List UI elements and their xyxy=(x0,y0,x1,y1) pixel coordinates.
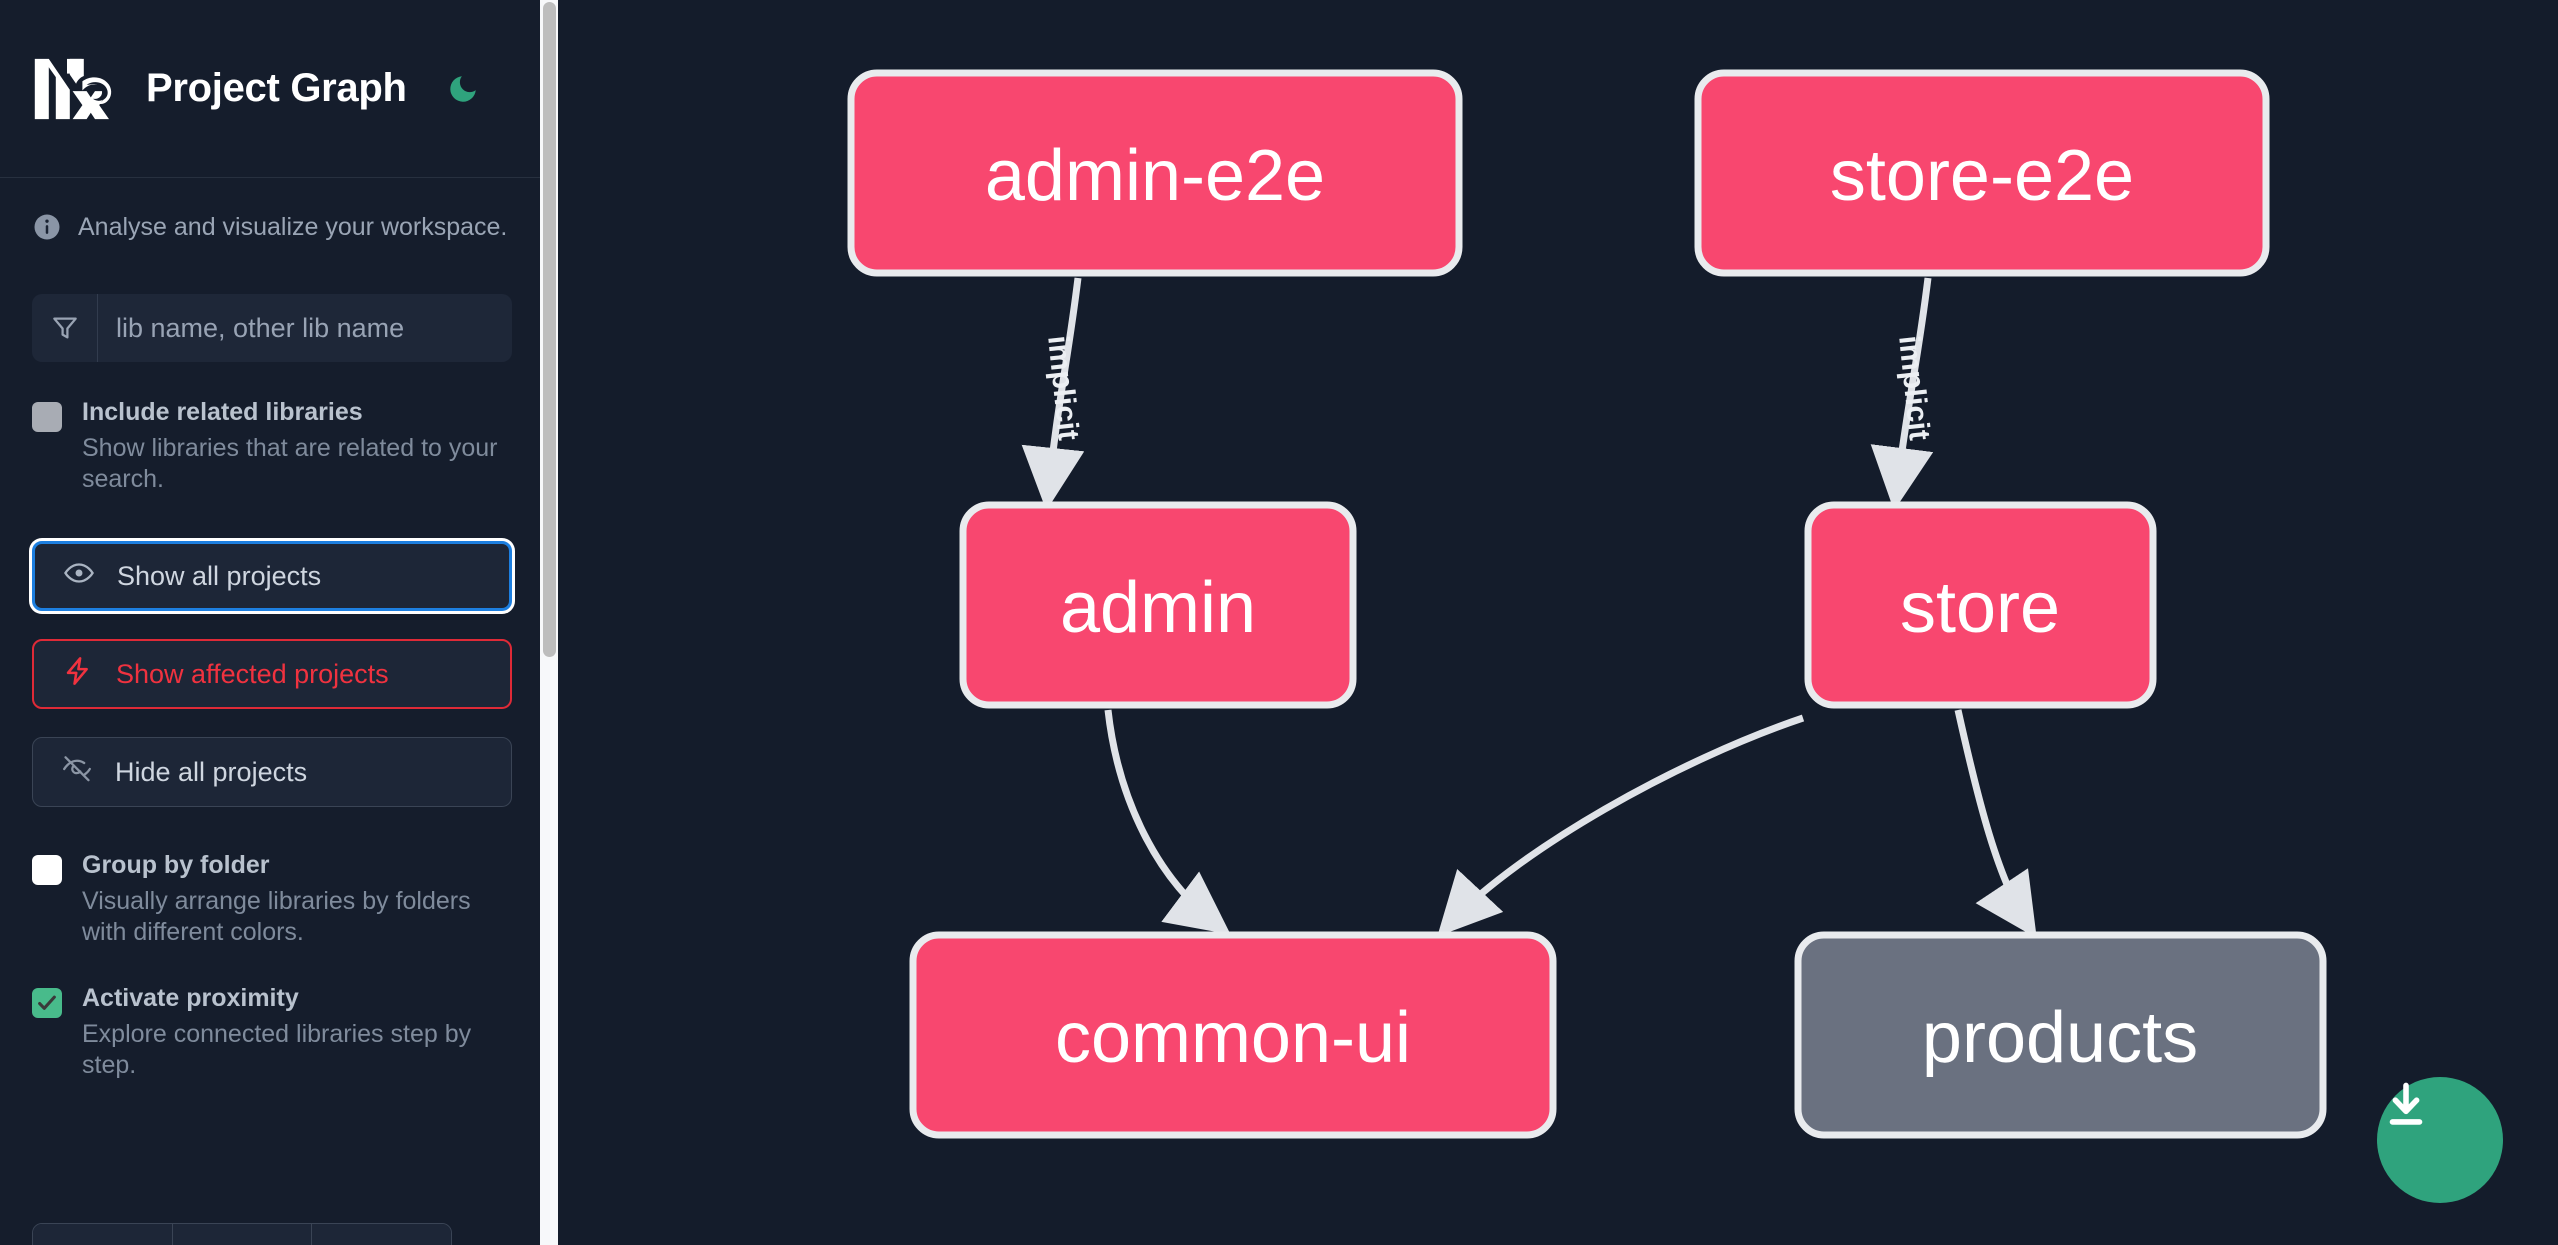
proximity-step-decrease[interactable] xyxy=(33,1224,173,1245)
activate-proximity-label: Activate proximity xyxy=(82,984,299,1012)
activate-proximity-description: Explore connected libraries step by step… xyxy=(82,1019,472,1079)
option-activate-proximity[interactable]: Activate proximity Explore connected lib… xyxy=(0,984,544,1081)
tagline-text: Analyse and visualize your workspace. xyxy=(78,212,508,241)
proximity-step-value[interactable] xyxy=(172,1224,313,1245)
show-affected-projects-button[interactable]: Show affected projects xyxy=(32,639,512,709)
hide-all-projects-label: Hide all projects xyxy=(115,756,308,787)
graph-node-admin[interactable]: admin xyxy=(959,501,1357,709)
graph-node-store-e2e[interactable]: store-e2e xyxy=(1694,69,2270,277)
eye-off-icon xyxy=(61,753,93,792)
include-related-libraries-checkbox[interactable] xyxy=(32,402,62,432)
hide-all-projects-button[interactable]: Hide all projects xyxy=(32,737,512,807)
sidebar-tagline: Analyse and visualize your workspace. xyxy=(0,178,544,242)
edge-label-implicit-admin: implicit xyxy=(1041,334,1085,442)
graph-node-label: admin xyxy=(1060,568,1256,648)
graph-canvas[interactable]: implicit implicit admin-e2e store-e2e ad… xyxy=(558,0,2558,1245)
graph-node-admin-e2e[interactable]: admin-e2e xyxy=(847,69,1463,277)
graph-node-products[interactable]: products xyxy=(1794,931,2327,1139)
graph-node-store[interactable]: store xyxy=(1804,501,2157,709)
graph-node-label: admin-e2e xyxy=(985,136,1325,216)
sidebar: Project Graph Analyse and visualize your… xyxy=(0,0,558,1245)
show-all-projects-button[interactable]: Show all projects xyxy=(32,541,512,611)
search-filter-box[interactable] xyxy=(32,294,512,362)
graph-node-label: store xyxy=(1900,568,2060,648)
sidebar-header: Project Graph xyxy=(0,0,544,178)
show-affected-projects-label: Show affected projects xyxy=(116,658,389,689)
group-by-folder-label: Group by folder xyxy=(82,851,270,879)
edge-store-to-products[interactable] xyxy=(1954,709,2037,939)
graph-node-label: store-e2e xyxy=(1830,136,2134,216)
lower-options: Group by folder Visually arrange librari… xyxy=(0,851,544,1081)
download-image-button[interactable] xyxy=(2377,1077,2503,1203)
include-related-libraries-description: Show libraries that are related to your … xyxy=(82,433,498,493)
eye-icon xyxy=(63,557,95,596)
nx-logo-icon xyxy=(32,56,116,122)
proximity-step-increase[interactable] xyxy=(312,1224,451,1245)
graph-edges xyxy=(1021,277,2037,939)
search-input[interactable] xyxy=(98,294,512,362)
edge-label-implicit-store: implicit xyxy=(1892,334,1936,442)
option-include-related-libraries[interactable]: Include related libraries Show libraries… xyxy=(0,398,544,495)
edge-store-to-common-ui[interactable] xyxy=(1437,714,1805,937)
activate-proximity-checkbox[interactable] xyxy=(32,988,62,1018)
sidebar-scrollbar-thumb[interactable] xyxy=(543,2,556,657)
graph-node-label: common-ui xyxy=(1055,998,1411,1078)
edge-admin-to-common-ui[interactable] xyxy=(1104,709,1231,935)
group-by-folder-checkbox[interactable] xyxy=(32,855,62,885)
lightning-bolt-icon xyxy=(62,655,94,694)
option-group-by-folder[interactable]: Group by folder Visually arrange librari… xyxy=(0,851,544,948)
show-all-projects-label: Show all projects xyxy=(117,560,322,591)
group-by-folder-description: Visually arrange libraries by folders wi… xyxy=(82,886,471,946)
graph-svg: implicit implicit admin-e2e store-e2e ad… xyxy=(847,69,2327,1139)
include-related-libraries-label: Include related libraries xyxy=(82,398,363,426)
info-icon xyxy=(32,212,62,242)
graph-nodes: admin-e2e store-e2e admin store common-u xyxy=(847,69,2327,1139)
graph-node-label: products xyxy=(1922,998,2198,1078)
moon-icon[interactable] xyxy=(441,67,485,111)
proximity-step-control[interactable] xyxy=(32,1223,452,1245)
graph-node-common-ui[interactable]: common-ui xyxy=(909,931,1557,1139)
graph-edge-labels: implicit implicit xyxy=(1041,334,1936,442)
page-title: Project Graph xyxy=(146,66,407,110)
edge-store-e2e-to-store[interactable] xyxy=(1870,277,1934,511)
edge-admin-e2e-to-admin[interactable] xyxy=(1021,277,1085,511)
filter-icon xyxy=(32,294,98,362)
visibility-button-group: Show all projects Show affected projects xyxy=(32,541,512,807)
sidebar-content: Project Graph Analyse and visualize your… xyxy=(0,0,544,1245)
sidebar-scrollbar[interactable] xyxy=(540,0,558,1245)
